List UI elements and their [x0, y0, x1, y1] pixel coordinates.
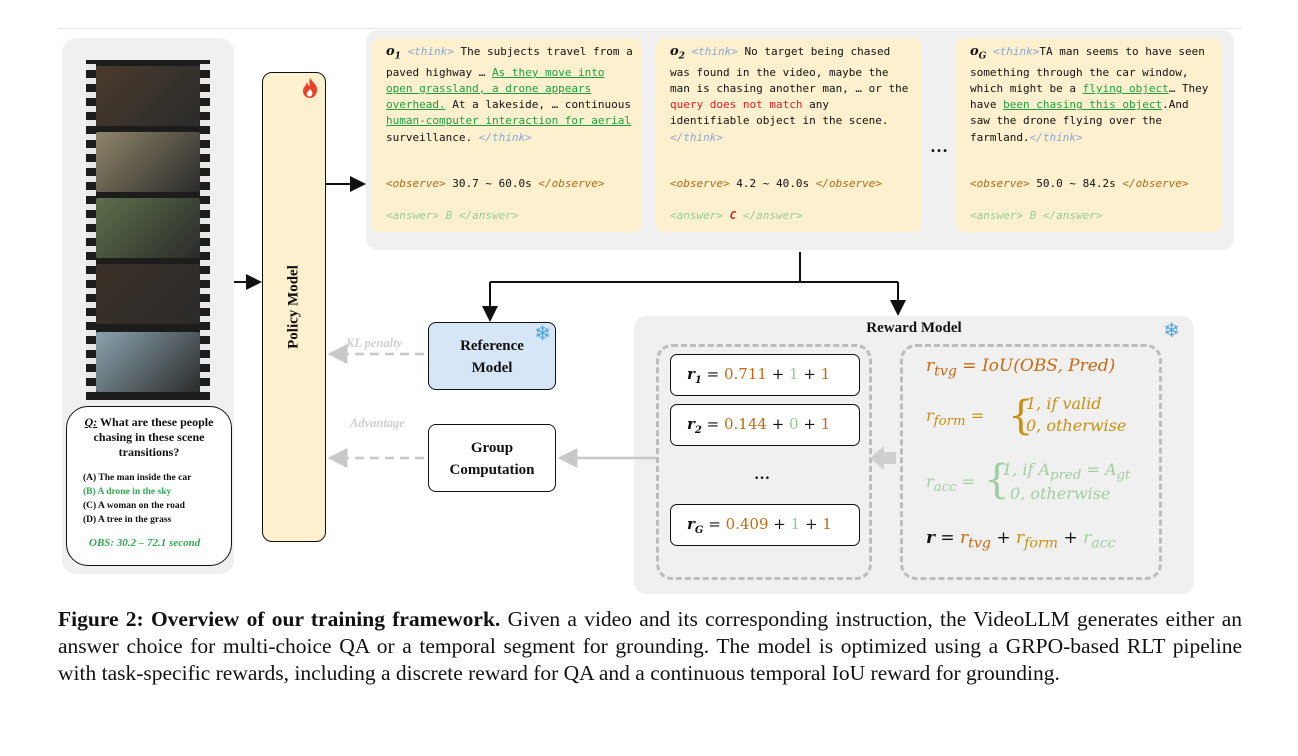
reward-values-group	[656, 344, 872, 580]
option-a: (A) The man inside the car	[83, 473, 192, 483]
outputs-ellipsis: …	[930, 136, 948, 156]
formula-tvg: rtvg = IoU(OBS, Pred)	[926, 356, 1116, 380]
video-frame	[96, 332, 200, 392]
reward-model-title: Reward Model	[866, 320, 962, 336]
observe-line: <observe> 30.7 ~ 60.0s </observe>	[386, 177, 605, 190]
reference-label-1: Reference	[460, 338, 524, 354]
film-holes-left	[86, 60, 96, 400]
question-text: Q: What are these people chasing in thes…	[84, 415, 214, 459]
observe-line: <observe> 4.2 ~ 40.0s </observe>	[670, 177, 882, 190]
policy-model-box: Policy Model	[262, 72, 326, 542]
output-label: oG	[970, 44, 987, 62]
option-c: (C) A woman on the road	[83, 501, 185, 511]
group-label-1: Group	[470, 440, 514, 456]
question-box: Q: What are these people chasing in thes…	[66, 406, 232, 566]
video-frame	[96, 264, 200, 324]
reward-row-g: rG = 0.409 + 1 + 1	[670, 504, 860, 546]
answer-line: <answer> B </answer>	[386, 209, 519, 222]
obs-ground-truth: OBS: 30.2 – 72.1 second	[89, 537, 201, 549]
formula-total: r = rtvg + rform + racc	[926, 528, 1116, 552]
advantage-label: Advantage	[350, 416, 405, 430]
output-card-g: oG <think>TA man seems to have seen some…	[956, 38, 1222, 232]
video-frame	[96, 132, 200, 192]
figure-caption: Figure 2: Overview of our training frame…	[58, 607, 1242, 685]
answer-line: <answer> B </answer>	[970, 209, 1103, 222]
snowflake-icon: ❄	[534, 323, 551, 345]
top-rule	[58, 28, 1242, 29]
option-b: (B) A drone in the sky	[83, 487, 172, 497]
reference-label-2: Model	[471, 360, 513, 376]
group-computation-box: Group Computation	[428, 424, 556, 492]
video-frame	[96, 198, 200, 258]
observe-line: <observe> 50.0 ~ 84.2s </observe>	[970, 177, 1189, 190]
reward-model-panel: Reward Model ❄ r1 = 0.711 + 1 + 1 r2 = 0…	[634, 316, 1194, 594]
answer-line: <answer> C </answer>	[670, 209, 803, 222]
output-card-2: o2 <think> No target being chased was fo…	[656, 38, 922, 232]
arrows-layer	[234, 176, 906, 470]
arrow-formulas-to-values	[870, 446, 896, 470]
video-frame	[96, 66, 200, 126]
output-label: o1	[386, 44, 401, 62]
reference-model-box: Reference Model ❄	[428, 322, 556, 390]
flame-icon	[301, 77, 319, 105]
group-label-2: Computation	[449, 462, 535, 478]
reward-formulas-group	[900, 344, 1162, 580]
output-label: o2	[670, 44, 685, 62]
film-holes-right	[200, 60, 210, 400]
kl-penalty-label: KL penalty	[346, 336, 403, 350]
snowflake-icon: ❄	[1163, 320, 1180, 342]
reward-row-1: r1 = 0.711 + 1 + 1	[670, 354, 860, 396]
output-card-1: o1 <think> The subjects travel from a pa…	[372, 38, 642, 232]
reward-rows-ellipsis: …	[754, 466, 770, 483]
branch-lines	[489, 252, 899, 318]
option-d: (D) A tree in the grass	[83, 515, 172, 525]
reward-row-2: r2 = 0.144 + 0 + 1	[670, 404, 860, 446]
video-filmstrip	[86, 60, 210, 400]
